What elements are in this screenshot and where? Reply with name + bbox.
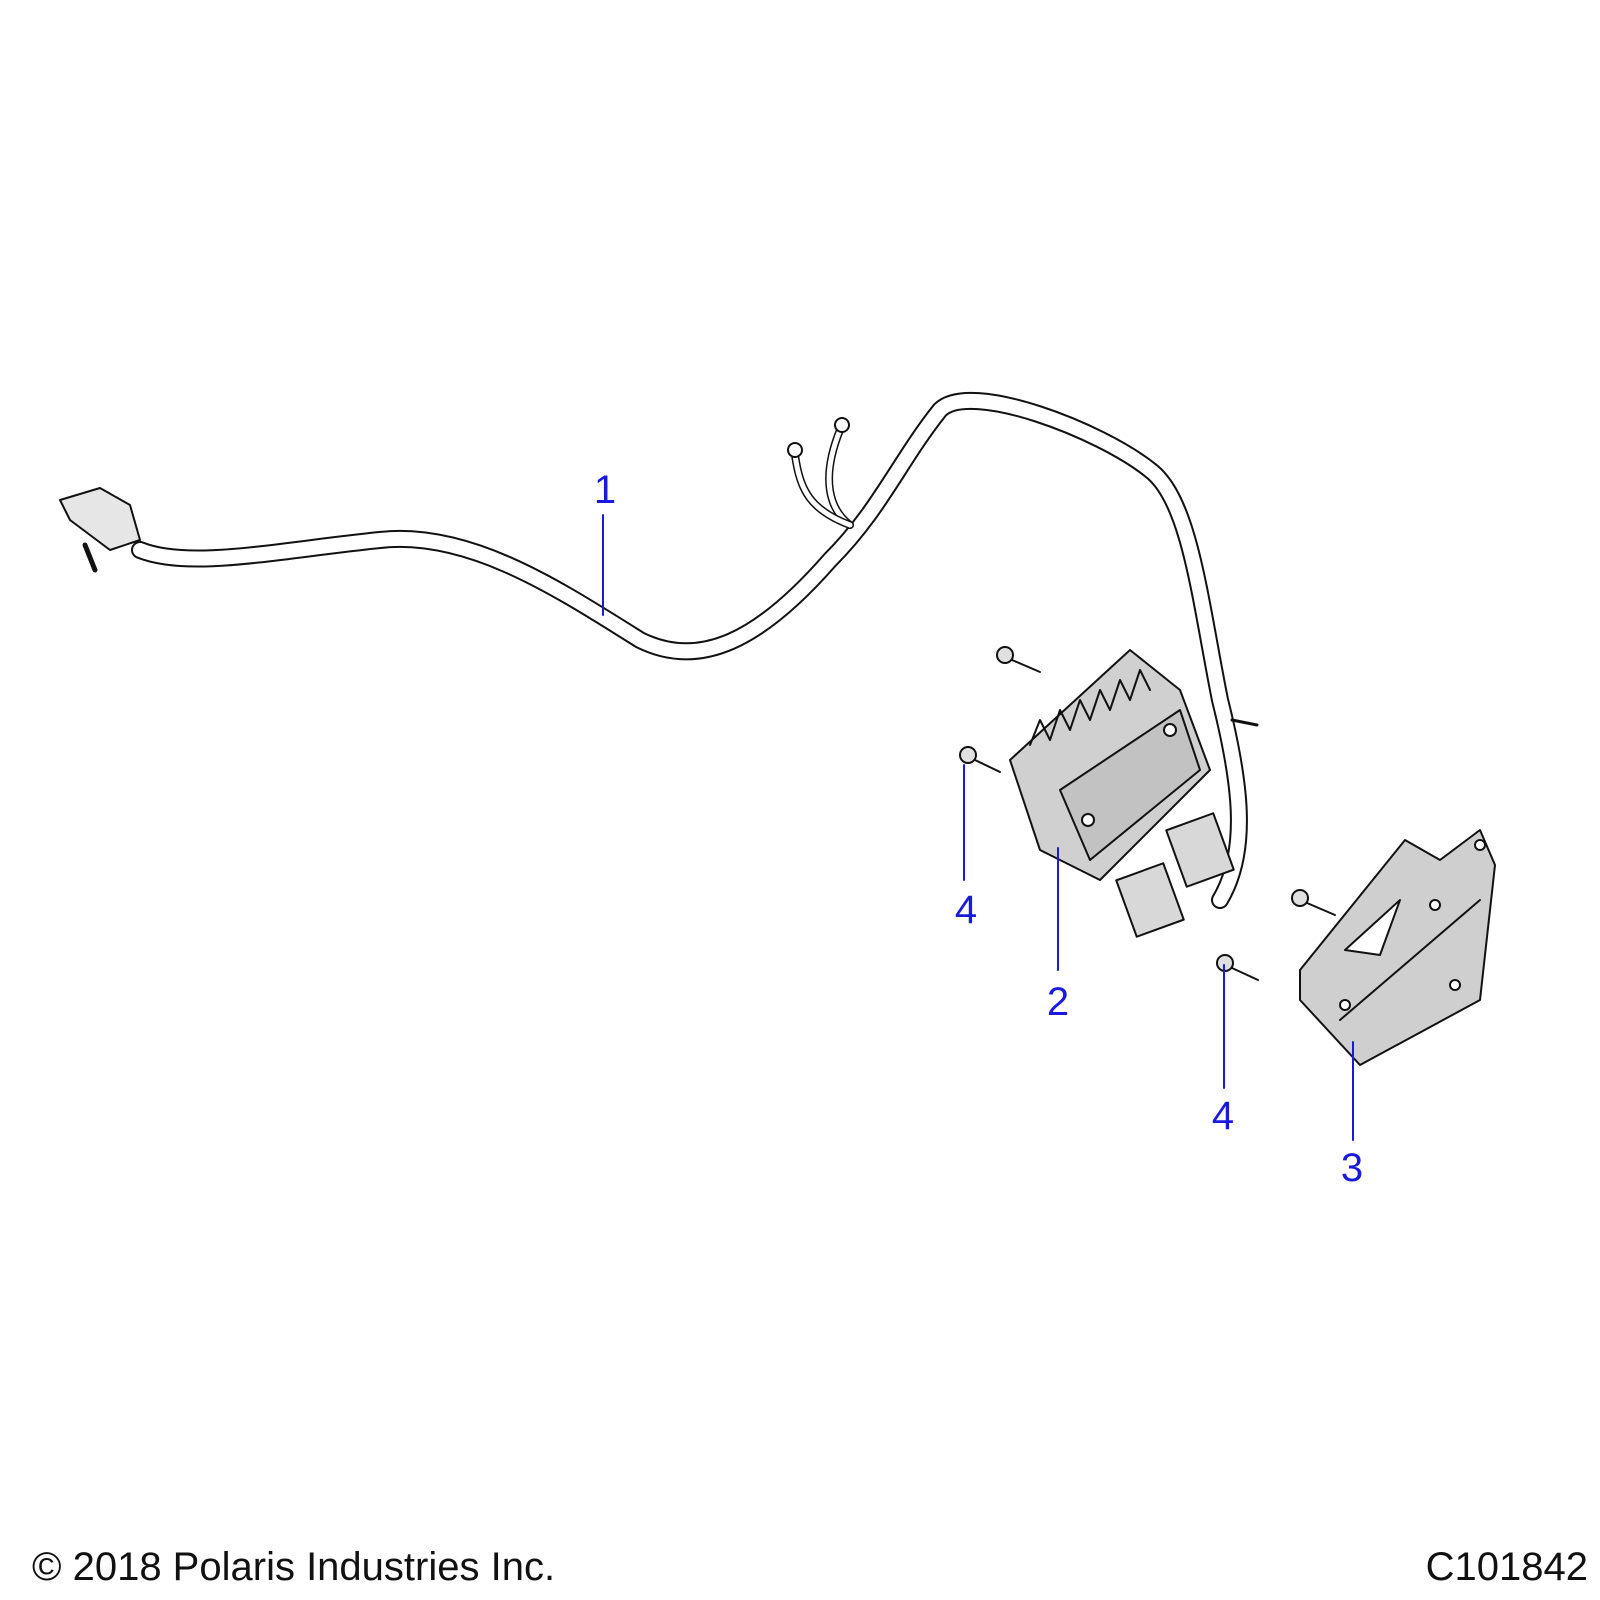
leader-lines	[602, 514, 1354, 1141]
voltage-regulator	[1009, 649, 1235, 938]
mounting-bracket	[1299, 829, 1496, 1066]
bolt	[1216, 954, 1259, 981]
callout-2: 2	[1046, 980, 1070, 1024]
bolts	[959, 646, 1336, 981]
bolt	[1291, 889, 1336, 916]
callout-1: 1	[593, 468, 617, 512]
bolt	[959, 746, 1001, 773]
harness-connector	[59, 487, 141, 573]
wire-harness	[131, 391, 1259, 909]
callout-3: 3	[1340, 1146, 1364, 1190]
callout-4: 4	[1211, 1094, 1235, 1138]
callout-4: 4	[954, 888, 978, 932]
diagram-code: C101842	[1425, 1545, 1588, 1589]
copyright-text: © 2018 Polaris Industries Inc.	[32, 1545, 556, 1589]
bolt	[996, 646, 1041, 673]
